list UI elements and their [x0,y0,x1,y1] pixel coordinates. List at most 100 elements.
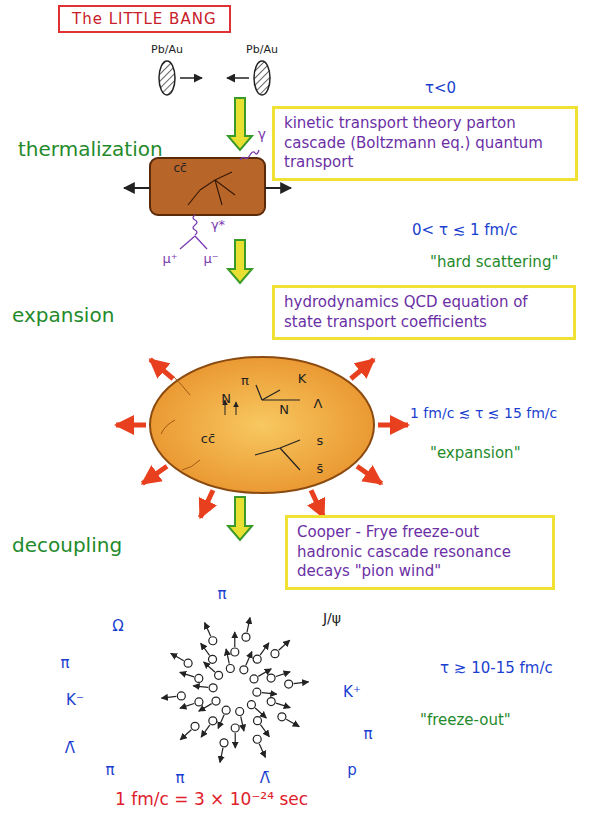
stage-arrow [228,240,252,283]
particle-track [226,649,229,664]
particle-label: Λ̄ [65,740,75,757]
particle-label: μ⁺ [162,252,177,267]
particle-track [180,730,191,740]
particle [253,735,261,743]
particle-track [286,719,299,726]
time-label: τ<0 [425,80,456,97]
box-text: hydrodynamics QCD equation of state tran… [284,293,564,332]
method-box: Cooper - Frye freeze-out hadronic cascad… [285,515,555,590]
phase-name: "expansion" [430,445,521,462]
particle [209,684,217,692]
particle [267,698,275,706]
expansion-arrow [142,466,167,483]
particle-label: N [221,392,231,407]
stage-name: decoupling [12,534,122,557]
particle-label: K⁻ [66,692,84,709]
expansion-arrow [200,490,213,517]
time-label: τ ≳ 10-15 fm/c [440,660,553,677]
expansion-arrow [378,423,408,428]
method-box: kinetic transport theory parton cascade … [272,106,578,181]
particle-track [201,643,210,655]
particle-label: π [60,655,69,672]
stage-arrow [228,98,252,150]
particle-track [247,618,250,633]
particle [285,680,293,688]
method-box: hydrodynamics QCD equation of state tran… [272,285,576,340]
particle [215,671,223,679]
particle-label: γ [258,126,266,142]
particle [253,655,261,663]
particle-track [205,623,211,637]
particle [242,633,250,641]
particle-track [180,672,194,677]
particle-track [180,703,194,708]
particle-track [220,748,223,763]
stage-name: expansion [12,304,114,327]
particle [195,698,203,706]
particle-label: γ* [211,218,225,233]
time-label: 1 fm/c ≲ τ ≲ 15 fm/c [410,405,557,421]
particle-track [218,715,224,729]
particle [231,648,239,656]
particle [212,697,220,705]
particle [236,707,244,715]
particle [247,701,255,709]
particle-track [276,672,290,677]
unit-note: 1 fm/c = 3 × 10⁻²⁴ sec [115,790,308,810]
particle [177,692,185,700]
nucleus-label: Pb/Au [246,44,278,57]
particle-track [294,682,309,684]
expanding-fireball [150,357,374,493]
particle-label: Λ [314,397,323,412]
particle-label: K [298,372,307,387]
particle [209,655,217,663]
particle [191,722,199,730]
particle-track [276,703,290,708]
particle-track [241,716,244,731]
box-text: Cooper - Frye freeze-out hadronic cascad… [297,523,543,582]
particle-label: K⁺ [343,684,361,701]
expansion-arrow [150,359,173,378]
stage-name: thermalization [18,138,163,161]
phase-name: "hard scattering" [430,254,558,271]
particle [240,666,248,674]
nucleus-label: Pb/Au [151,44,183,57]
expansion-arrow [116,423,146,428]
expansion-arrow [351,359,374,378]
particle [195,674,203,682]
particle-label: μ⁻ [203,252,218,267]
particle-label: s [317,434,324,449]
time-label: 0< τ ≲ 1 fm/c [412,222,518,239]
particle-track [235,733,236,748]
particle-spray [161,618,308,763]
particle [253,717,261,725]
particle [253,688,261,696]
particle-track [260,725,269,737]
particle [209,717,217,725]
particle-track [234,632,235,647]
particle [267,674,275,682]
particle-label: N [279,403,289,418]
particle [222,706,230,714]
particle-track [279,640,290,650]
expansion-arrow [357,466,382,483]
particle-track [193,686,208,687]
particle-label: π [217,586,226,603]
particle [226,665,234,673]
nuclei [159,61,270,95]
particle-label: Ω [112,618,123,635]
particle-label: s̄ [317,462,324,477]
particle [231,724,239,732]
phase-name: "freeze-out" [420,712,511,729]
particle-label: cc̄ [201,432,215,447]
particle-label: π [241,374,249,389]
particle-label: π [175,770,184,787]
particle-label: J/ψ [323,610,341,626]
particle [278,713,286,721]
particle [209,637,217,645]
title: The LITTLE BANG [58,5,231,33]
particle-label: p [347,762,357,779]
expansion-arrow [311,490,324,517]
particle-track [201,725,210,737]
particle-track [161,696,176,698]
